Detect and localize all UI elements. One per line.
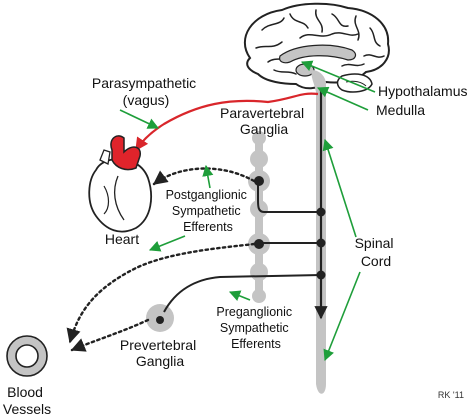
vagus-pointer <box>119 109 160 129</box>
medulla-label: Medulla <box>376 102 425 118</box>
blood-vessels-label: Blood Vessels <box>3 384 51 417</box>
author-credit: RK '11 <box>438 390 464 400</box>
preganglionic-pointer <box>228 290 251 301</box>
spinal-cord-label: Spinal Cord <box>355 235 398 269</box>
vagus-nerve <box>135 92 319 152</box>
postganglionic-label: Postganglionic Sympathetic Efferents <box>166 188 251 234</box>
preganglionic-label: Preganglionic Sympathetic Efferents <box>216 305 295 351</box>
hypothalamus-label: Hypothalamus <box>378 83 468 99</box>
spinal-cord <box>311 70 328 394</box>
prevertebral-ganglion <box>146 304 174 332</box>
medulla-pointer <box>316 86 369 111</box>
heart-icon <box>88 135 152 233</box>
preganglionic-neurons <box>163 181 322 313</box>
pointer-arrows <box>119 60 376 362</box>
postganglionic-neurons <box>66 167 256 352</box>
postganglionic-vessel-pointer <box>148 235 186 252</box>
hypothalamus-pointer <box>300 60 376 93</box>
parasympathetic-label: Parasympathetic (vagus) <box>92 75 200 108</box>
ganglion-synapses <box>254 176 264 249</box>
prevertebral-ganglia-label: Prevertebral Ganglia <box>120 337 200 369</box>
spinal-cord-lower-pointer <box>323 271 361 362</box>
paravertebral-ganglia-label: Paravertebral Ganglia <box>220 105 308 137</box>
blood-vessel-icon <box>6 335 48 377</box>
heart-label: Heart <box>105 231 139 247</box>
spinal-cord-upper-pointer <box>322 138 357 238</box>
postganglionic-heart-pointer <box>202 164 214 189</box>
